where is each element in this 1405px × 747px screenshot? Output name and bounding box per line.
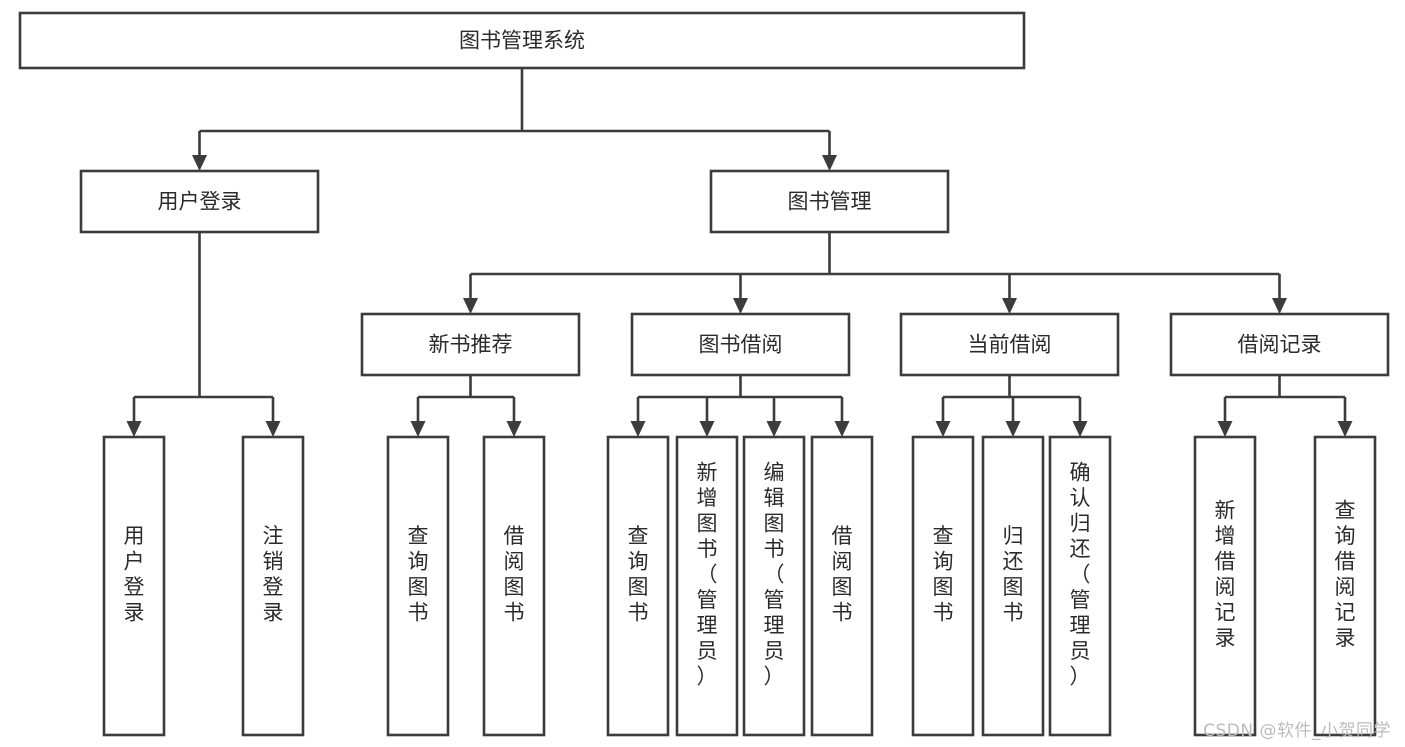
- node-label-leaf-query-books-borrow: 查询图书: [628, 524, 649, 625]
- node-leaf-query-books-recommend[interactable]: 查询图书: [386, 435, 450, 737]
- node-box-user-login: [79, 169, 320, 234]
- arrow-head-icon: [463, 298, 478, 314]
- node-book-borrow[interactable]: 图书借阅: [630, 312, 851, 377]
- node-leaf-query-books-borrow[interactable]: 查询图书: [606, 435, 670, 737]
- node-box-leaf-user-login: [102, 435, 166, 737]
- node-leaf-edit-book-admin[interactable]: 编辑图书（管理员）: [742, 435, 806, 737]
- watermark-text: CSDN @软件_小贺同学: [1203, 721, 1391, 741]
- node-root[interactable]: 图书管理系统: [18, 11, 1026, 70]
- connector-root: [192, 68, 837, 171]
- connector-user-login: [126, 232, 281, 437]
- node-leaf-query-books-current[interactable]: 查询图书: [911, 435, 975, 737]
- node-label-current-borrow: 当前借阅: [968, 333, 1052, 357]
- node-user-login[interactable]: 用户登录: [79, 169, 320, 234]
- node-leaf-borrow-books[interactable]: 借阅图书: [810, 435, 874, 737]
- node-box-leaf-borrow-books: [810, 435, 874, 737]
- node-label-leaf-borrow-books: 借阅图书: [832, 524, 853, 625]
- node-box-leaf-add-borrow-record: [1193, 435, 1257, 737]
- node-leaf-query-borrow-record[interactable]: 查询借阅记录: [1313, 435, 1377, 737]
- arrow-head-icon: [822, 155, 837, 171]
- node-box-root: [18, 11, 1026, 70]
- connector-new-book-recommend: [410, 375, 522, 437]
- node-borrow-record[interactable]: 借阅记录: [1169, 312, 1390, 377]
- node-label-leaf-add-book-admin: 新增图书（管理员）: [697, 460, 718, 688]
- node-box-leaf-query-books-recommend: [386, 435, 450, 737]
- node-leaf-confirm-return-admin[interactable]: 确认归还（管理员）: [1048, 435, 1112, 737]
- connector-current-borrow: [935, 375, 1088, 437]
- arrow-head-icon: [192, 155, 207, 171]
- node-label-user-login: 用户登录: [158, 190, 242, 214]
- node-leaf-add-borrow-record[interactable]: 新增借阅记录: [1193, 435, 1257, 737]
- node-leaf-borrow-books-recommend[interactable]: 借阅图书: [482, 435, 546, 737]
- node-label-leaf-logout: 注销登录: [263, 524, 284, 625]
- arrow-head-icon: [733, 298, 748, 314]
- node-label-borrow-record: 借阅记录: [1238, 333, 1322, 357]
- connector-borrow-record: [1217, 375, 1353, 437]
- node-label-leaf-user-login: 用户登录: [124, 524, 145, 625]
- node-box-leaf-add-book-admin: [675, 435, 739, 737]
- arrow-head-icon: [1002, 298, 1017, 314]
- arrow-head-icon: [766, 421, 782, 437]
- arrow-head-icon: [410, 421, 426, 437]
- node-box-leaf-borrow-books-recommend: [482, 435, 546, 737]
- arrow-head-icon: [126, 421, 142, 437]
- arrow-head-icon: [834, 421, 850, 437]
- arrow-head-icon: [265, 421, 281, 437]
- node-label-new-book-recommend: 新书推荐: [429, 333, 513, 357]
- connector-book-management: [463, 232, 1287, 314]
- node-label-leaf-edit-book-admin: 编辑图书（管理员）: [764, 460, 785, 688]
- arrow-head-icon: [506, 421, 522, 437]
- node-leaf-return-books[interactable]: 归还图书: [981, 435, 1045, 737]
- node-label-root: 图书管理系统: [459, 29, 585, 53]
- node-box-leaf-query-books-borrow: [606, 435, 670, 737]
- node-label-leaf-query-books-current: 查询图书: [933, 524, 954, 625]
- node-label-leaf-query-books-recommend: 查询图书: [408, 524, 429, 625]
- arrow-head-icon: [1217, 421, 1233, 437]
- arrow-head-icon: [1272, 298, 1287, 314]
- node-box-leaf-query-books-current: [911, 435, 975, 737]
- node-new-book-recommend[interactable]: 新书推荐: [360, 312, 581, 377]
- connector-layer: [126, 68, 1353, 437]
- arrow-head-icon: [1005, 421, 1021, 437]
- node-box-borrow-record: [1169, 312, 1390, 377]
- node-box-book-management: [709, 169, 950, 234]
- arrow-head-icon: [1072, 421, 1088, 437]
- node-box-leaf-edit-book-admin: [742, 435, 806, 737]
- node-label-leaf-return-books: 归还图书: [1003, 524, 1024, 625]
- node-current-borrow[interactable]: 当前借阅: [899, 312, 1120, 377]
- node-box-leaf-confirm-return-admin: [1048, 435, 1112, 737]
- arrow-head-icon: [1337, 421, 1353, 437]
- node-leaf-user-login[interactable]: 用户登录: [102, 435, 166, 737]
- node-label-leaf-add-borrow-record: 新增借阅记录: [1215, 499, 1236, 651]
- node-box-book-borrow: [630, 312, 851, 377]
- node-box-leaf-query-borrow-record: [1313, 435, 1377, 737]
- node-box-current-borrow: [899, 312, 1120, 377]
- node-leaf-add-book-admin[interactable]: 新增图书（管理员）: [675, 435, 739, 737]
- node-box-leaf-logout: [241, 435, 305, 737]
- node-label-leaf-confirm-return-admin: 确认归还（管理员）: [1070, 460, 1091, 688]
- node-label-leaf-query-borrow-record: 查询借阅记录: [1335, 499, 1356, 651]
- arrow-head-icon: [935, 421, 951, 437]
- node-leaf-logout[interactable]: 注销登录: [241, 435, 305, 737]
- node-box-leaf-return-books: [981, 435, 1045, 737]
- node-layer: 图书管理系统用户登录图书管理新书推荐图书借阅当前借阅借阅记录用户登录注销登录查询…: [18, 11, 1390, 737]
- arrow-head-icon: [699, 421, 715, 437]
- node-label-book-borrow: 图书借阅: [699, 333, 783, 357]
- node-box-new-book-recommend: [360, 312, 581, 377]
- node-label-book-management: 图书管理: [788, 190, 872, 214]
- node-book-management[interactable]: 图书管理: [709, 169, 950, 234]
- arrow-head-icon: [630, 421, 646, 437]
- connector-book-borrow: [630, 375, 850, 437]
- node-label-leaf-borrow-books-recommend: 借阅图书: [504, 524, 525, 625]
